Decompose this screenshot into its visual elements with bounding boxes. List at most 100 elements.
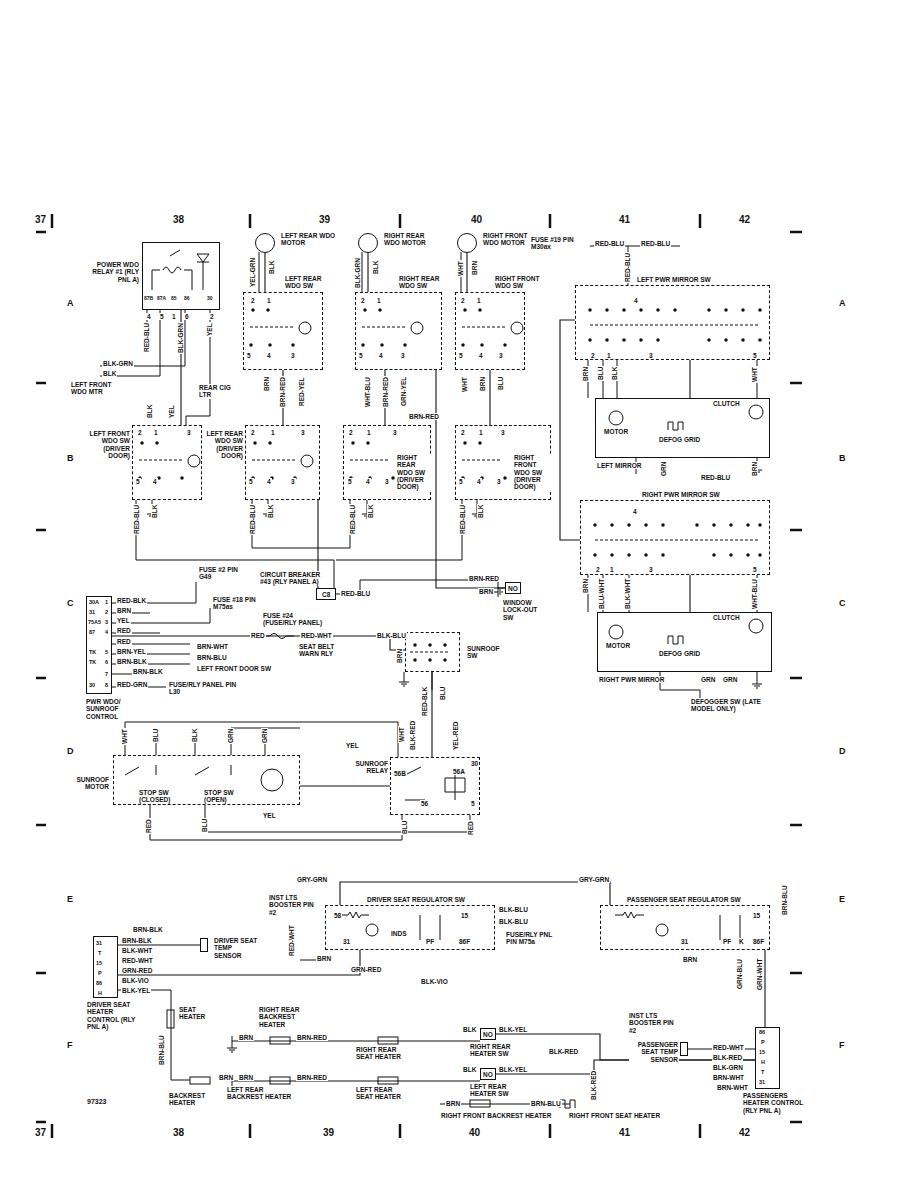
diagram-label: 86	[758, 1029, 766, 1035]
diagram-label: BLK	[367, 504, 374, 519]
diagram-label: 1	[376, 297, 382, 304]
diagram-label: RED-BLU	[640, 240, 671, 247]
diagram-label: YEL	[262, 812, 277, 819]
diagram-label: WHT	[398, 726, 405, 743]
diagram-label: 3	[104, 619, 109, 625]
diagram-label: RED-WHT	[288, 924, 295, 957]
component-label: WINDOW LOCK-OUT SW	[502, 599, 549, 621]
diagram-label: BLK-WHT	[624, 578, 631, 610]
relay-wires	[100, 310, 210, 425]
diagram-label: 4	[365, 478, 371, 485]
diagram-label: YEL	[168, 404, 175, 419]
mirror-clutch	[749, 619, 763, 633]
diagram-label: BLU	[597, 366, 604, 381]
component-label: RIGHT FRONT WDO SW (DRIVER DOOR)	[513, 454, 551, 490]
diagram-label: BLK	[267, 504, 274, 519]
diagram-label: 4	[104, 629, 109, 635]
diagram-label: TK	[88, 659, 97, 665]
diagram-label: FUSE #19 PIN M30ax	[530, 236, 590, 251]
diagram-label: 3	[290, 478, 296, 485]
wire-connector	[764, 950, 765, 1027]
component-label: LEFT PWR MIRROR SW	[636, 276, 758, 283]
diagram-label: GRN	[700, 676, 716, 683]
diagram-label: RED-BLU	[340, 590, 371, 597]
diagram-label: BRN-RED	[408, 413, 440, 420]
wire-connector	[689, 360, 690, 398]
diagram-label: BLK	[102, 370, 117, 377]
wire-connector	[466, 253, 467, 292]
diagram-label: F	[66, 1040, 74, 1050]
diagram-label: 15	[758, 1049, 766, 1055]
diagram-label: RED-WHT	[712, 1044, 745, 1051]
diagram-label: 1	[266, 297, 272, 304]
diagram-label: F	[838, 1040, 846, 1050]
component-label: SUNROOF RELAY	[344, 760, 389, 775]
diagram-label: BRN	[316, 955, 332, 962]
diagram-label: CLUTCH	[712, 400, 741, 407]
diagram-label: 3	[400, 352, 406, 359]
diagram-label: 5	[358, 352, 364, 359]
component-box: SUNROOF RELAY	[390, 757, 480, 815]
diagram-label: 2	[590, 352, 596, 359]
diagram-label: PF	[722, 938, 732, 945]
component-label: SUNROOF SW	[466, 645, 508, 660]
wire-group	[36, 214, 802, 1138]
diagram-label: 5	[347, 478, 353, 485]
diagram-label: D	[66, 746, 75, 756]
relay-coil	[152, 250, 209, 290]
diagram-label: BLK	[191, 728, 198, 743]
diagram-label: WHT	[121, 728, 128, 745]
switch-motor	[301, 455, 313, 467]
diagram-label: 1	[609, 566, 615, 573]
component-label: PWR WDO/ SUNROOF CONTROL	[85, 698, 137, 720]
diagram-label: 75A5	[87, 619, 102, 625]
component-label: PASSENGER SEAT TEMP SENSOR	[629, 1041, 679, 1063]
diagram-label: E	[66, 894, 74, 904]
diagram-label: BRN-BLK	[132, 926, 164, 933]
diagram-label: BRN	[682, 956, 698, 963]
component-label: SUNROOF MOTOR	[52, 776, 110, 791]
mirror-motor	[609, 411, 623, 425]
diagram-label: 2	[595, 566, 601, 573]
component-label: RIGHT PWR MIRROR	[598, 676, 690, 683]
switch-motor	[299, 322, 311, 334]
diagram-label: 5	[470, 800, 476, 807]
diagram-label: BLK-BLU	[498, 918, 529, 925]
diagram-label: BLK-BLU	[376, 632, 407, 639]
diagram-label: 5	[752, 352, 758, 359]
heater-wires	[118, 960, 570, 1104]
diagram-label: FUSE #2 PIN G49	[198, 566, 240, 581]
diagram-label: INST LTS BOOSTER PIN #2	[268, 894, 318, 916]
diagram-label: 15	[95, 960, 103, 966]
wire-connector	[436, 370, 505, 588]
diagram-label: GRY-GRN	[296, 876, 328, 883]
diagram-label: GRN	[227, 728, 234, 744]
diagram-label: 42	[738, 1127, 751, 1138]
motor-wires	[259, 252, 461, 292]
component-label: RIGHT REAR WDO SW (DRIVER DOOR)	[396, 454, 432, 490]
diagram-label: 4	[478, 352, 484, 359]
component-box: RIGHT PWR MIRROR SW	[580, 500, 770, 575]
diagram-label: GRN-RED	[350, 966, 382, 973]
diagram-label: FUSE/RLY PNL PIN M75a	[505, 931, 557, 946]
diagram-label: GRN-RED	[121, 967, 153, 974]
diagram-label: 3	[648, 352, 654, 359]
diagram-label: BLU	[439, 686, 446, 701]
diagram-label: 37	[34, 214, 47, 225]
diagram-label: 2	[209, 313, 215, 320]
grid-ticks	[36, 214, 802, 1138]
diagram-label: 38	[172, 214, 185, 225]
diagram-label: 5	[135, 478, 141, 485]
diagram-label: T	[97, 950, 102, 956]
diagram-label: A	[838, 298, 847, 308]
component-label: C8	[321, 591, 331, 598]
diagram-label: GRN	[660, 461, 667, 477]
diagram-label: BLK-RED	[590, 1070, 597, 1101]
component-label: LEFT REAR WDO MOTOR	[280, 232, 337, 247]
diagram-label: BLU	[152, 728, 159, 743]
motor-circle: RIGHT REAR WDO MOTOR	[358, 233, 378, 253]
diagram-label: 3	[498, 352, 504, 359]
wire-connector	[689, 575, 690, 612]
diagram-label: BRN	[116, 607, 132, 614]
diagram-label: BLK-RED	[409, 720, 416, 751]
